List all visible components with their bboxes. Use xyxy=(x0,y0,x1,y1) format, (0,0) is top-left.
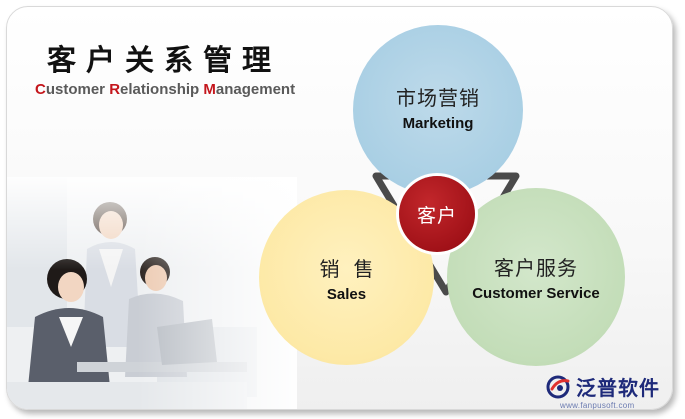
page-title: 客户关系管理 xyxy=(47,43,282,77)
customer-label-cn: 客户 xyxy=(416,204,457,227)
subtitle-word-relationship: elationship xyxy=(120,81,204,98)
sales-label-en: Sales xyxy=(326,285,367,303)
subtitle-word-management: anagement xyxy=(215,81,296,98)
photo-fade-overlay xyxy=(7,177,297,409)
brand-logo: 泛普软件 xyxy=(546,372,660,401)
subtitle-initial-c: C xyxy=(35,81,46,98)
sales-label-cn: 销售 xyxy=(319,256,388,281)
service-label-en: Customer Service xyxy=(472,285,600,302)
brand-name: 泛普软件 xyxy=(576,376,660,400)
subtitle-word-customer: ustomer xyxy=(45,81,110,98)
page-subtitle: Customer Relationship Management xyxy=(35,81,295,98)
office-team-photo xyxy=(7,177,297,409)
marketing-circle: 市场营销 Marketing xyxy=(353,25,523,195)
marketing-label-cn: 市场营销 xyxy=(396,86,480,110)
subtitle-initial-m: M xyxy=(203,81,216,98)
brand-url: www.fanpusoft.com xyxy=(560,401,635,410)
marketing-label-en: Marketing xyxy=(402,115,474,132)
fanpu-logo-icon xyxy=(546,375,570,398)
customer-center-circle: 客户 xyxy=(399,176,475,252)
subtitle-initial-r: R xyxy=(109,81,121,98)
service-label-cn: 客户服务 xyxy=(494,256,578,280)
customer-service-circle: 客户服务 Customer Service xyxy=(447,188,625,366)
